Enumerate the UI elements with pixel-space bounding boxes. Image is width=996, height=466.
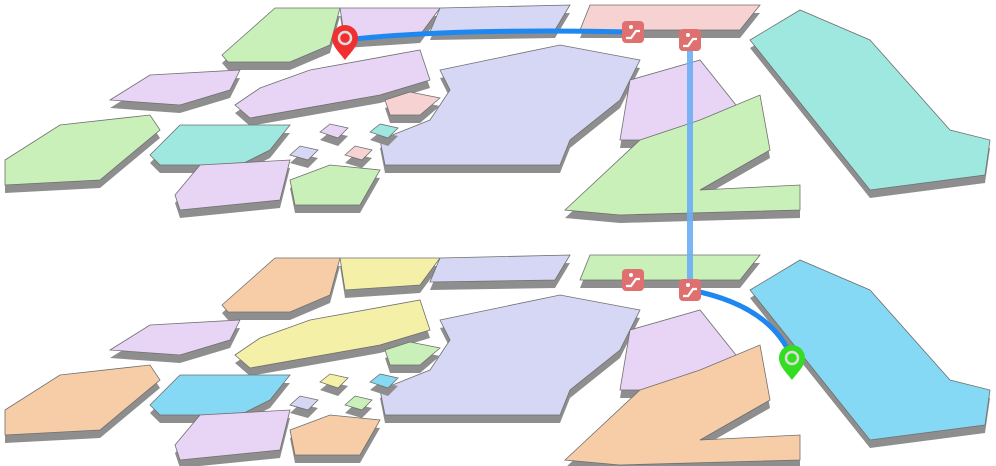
end-pin-icon[interactable] [779, 345, 805, 380]
store-area[interactable] [234, 299, 431, 369]
store-area[interactable] [4, 114, 161, 186]
store-area[interactable] [344, 145, 373, 161]
store-area[interactable] [319, 373, 349, 389]
store-area[interactable] [174, 159, 291, 211]
store-area[interactable] [4, 364, 161, 436]
store-area[interactable] [384, 91, 441, 116]
escalator-icon[interactable] [679, 279, 701, 301]
store-area[interactable] [221, 257, 341, 313]
store-wall [345, 404, 372, 418]
store-area[interactable] [339, 257, 441, 291]
store-area[interactable] [174, 409, 291, 461]
store-area[interactable] [108, 69, 241, 106]
lower-floor[interactable] [4, 254, 991, 466]
escalator-icon[interactable] [679, 29, 701, 51]
store-area[interactable] [579, 4, 761, 31]
store-area[interactable] [564, 94, 801, 216]
store-area[interactable] [579, 254, 761, 281]
store-wall [345, 154, 372, 168]
store-area[interactable] [429, 4, 571, 33]
store-area[interactable] [149, 374, 291, 416]
store-area[interactable] [564, 344, 801, 466]
store-area[interactable] [289, 395, 319, 411]
upper-floor[interactable] [4, 4, 991, 223]
store-area[interactable] [234, 49, 431, 119]
store-area[interactable] [289, 414, 381, 456]
escalator-icon[interactable] [622, 269, 644, 291]
store-area[interactable] [749, 9, 991, 191]
store-area[interactable] [429, 254, 571, 283]
store-area[interactable] [289, 164, 381, 206]
store-area[interactable] [379, 294, 641, 416]
store-area[interactable] [319, 123, 349, 139]
store-area[interactable] [221, 7, 341, 63]
store-area[interactable] [369, 123, 399, 139]
store-area[interactable] [379, 44, 641, 166]
escalator-icon[interactable] [622, 21, 644, 43]
store-area[interactable] [149, 124, 291, 166]
start-pin-icon[interactable] [332, 25, 358, 60]
store-area[interactable] [384, 341, 441, 366]
store-area[interactable] [749, 259, 991, 441]
store-area[interactable] [289, 145, 319, 161]
store-area[interactable] [369, 373, 399, 389]
store-area[interactable] [344, 395, 373, 411]
store-area[interactable] [108, 319, 241, 356]
